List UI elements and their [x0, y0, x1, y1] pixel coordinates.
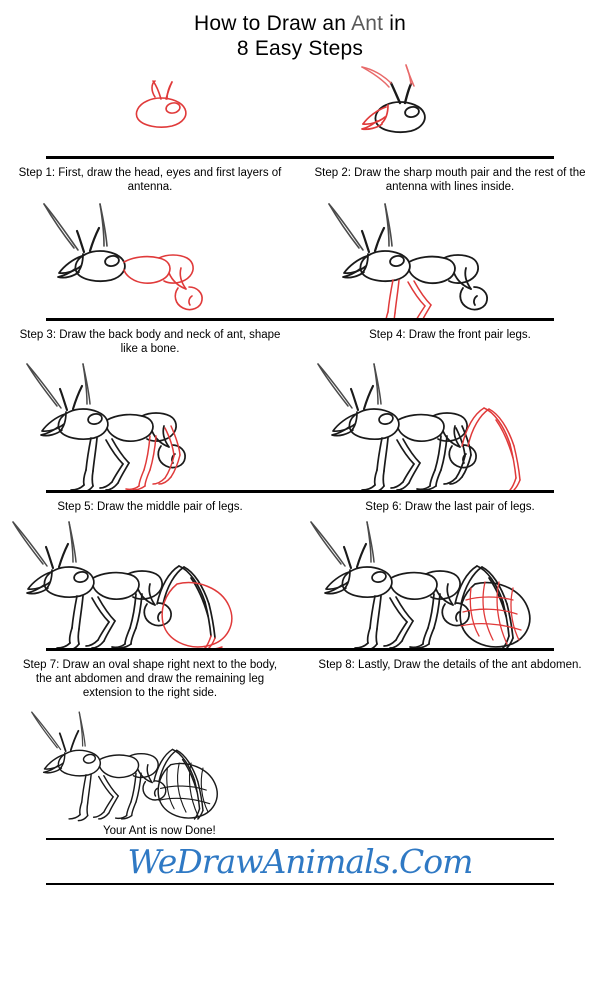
divider-6 — [46, 883, 554, 885]
ant-drawing-step-3 — [43, 203, 203, 311]
ant-drawing-step-1 — [135, 80, 187, 128]
ant-drawing-step-8 — [309, 521, 531, 648]
caption-row-4: Step 7: Draw an oval shape right next to… — [0, 651, 600, 702]
divider-4 — [46, 648, 554, 651]
art-row-4 — [0, 516, 600, 648]
art-cell-step-4 — [300, 196, 600, 318]
step-5-caption: Step 5: Draw the middle pair of legs. — [57, 501, 243, 513]
caption-cell-step-2: Step 2: Draw the sharp mouth pair and th… — [300, 159, 600, 196]
art-row-2 — [0, 196, 600, 318]
caption-cell-step-8: Step 8: Lastly, Draw the details of the … — [300, 651, 600, 702]
ant-drawing-step-4 — [328, 203, 488, 318]
final-art-row — [0, 702, 600, 824]
step-3-caption: Step 3: Draw the back body and neck of a… — [19, 329, 281, 355]
page-title: How to Draw an Ant in 8 Easy Steps — [0, 0, 600, 61]
art-cell-final-empty — [300, 702, 600, 824]
caption-cell-step-7: Step 7: Draw an oval shape right next to… — [0, 651, 300, 702]
art-cell-step-5 — [0, 358, 300, 490]
caption-cell-step-3: Step 3: Draw the back body and neck of a… — [0, 321, 300, 358]
art-cell-step-7 — [0, 516, 300, 648]
ant-drawing-step-5 — [25, 363, 186, 490]
divider-2 — [46, 318, 554, 321]
caption-cell-step-4: Step 4: Draw the front pair legs. — [300, 321, 600, 358]
art-cell-step-8 — [300, 516, 600, 648]
step-1-caption: Step 1: First, draw the head, eyes and f… — [18, 167, 282, 193]
site-logo-wrap[interactable]: WeDrawAnimals.Com — [0, 840, 600, 883]
site-logo[interactable]: WeDrawAnimals.Com — [127, 842, 474, 881]
step-2-caption: Step 2: Draw the sharp mouth pair and th… — [314, 167, 586, 193]
caption-row-1: Step 1: First, draw the head, eyes and f… — [0, 159, 600, 196]
art-row-1 — [0, 61, 600, 156]
step-6-caption: Step 6: Draw the last pair of legs. — [365, 501, 535, 513]
caption-cell-step-5: Step 5: Draw the middle pair of legs. — [0, 493, 300, 516]
divider-1 — [46, 156, 554, 159]
art-cell-step-1 — [0, 61, 300, 156]
caption-cell-step-6: Step 6: Draw the last pair of legs. — [300, 493, 600, 516]
art-cell-step-2 — [300, 61, 600, 156]
divider-3 — [46, 490, 554, 493]
ant-drawing-step-6 — [317, 363, 521, 490]
title-line1-accent: Ant — [351, 12, 384, 35]
title-line1-prefix: How to Draw an — [194, 12, 352, 35]
ant-drawing-step-2 — [361, 64, 426, 134]
title-line1-suffix: in — [383, 12, 406, 35]
completion-message: Your Ant is now Done! — [103, 825, 216, 837]
step-4-caption: Step 4: Draw the front pair legs. — [369, 329, 531, 341]
caption-row-3: Step 5: Draw the middle pair of legs. St… — [0, 493, 600, 516]
divider-5 — [46, 838, 554, 840]
ant-drawing-final — [31, 711, 218, 822]
caption-row-2: Step 3: Draw the back body and neck of a… — [0, 321, 600, 358]
step-8-caption: Step 8: Lastly, Draw the details of the … — [318, 659, 582, 671]
title-line2: 8 Easy Steps — [236, 37, 364, 60]
art-cell-step-3 — [0, 196, 300, 318]
step-7-caption: Step 7: Draw an oval shape right next to… — [22, 659, 278, 699]
caption-cell-step-1: Step 1: First, draw the head, eyes and f… — [0, 159, 300, 196]
art-cell-final — [0, 702, 300, 824]
art-cell-step-6 — [300, 358, 600, 490]
ant-drawing-step-7 — [12, 521, 233, 648]
art-row-3 — [0, 358, 600, 490]
